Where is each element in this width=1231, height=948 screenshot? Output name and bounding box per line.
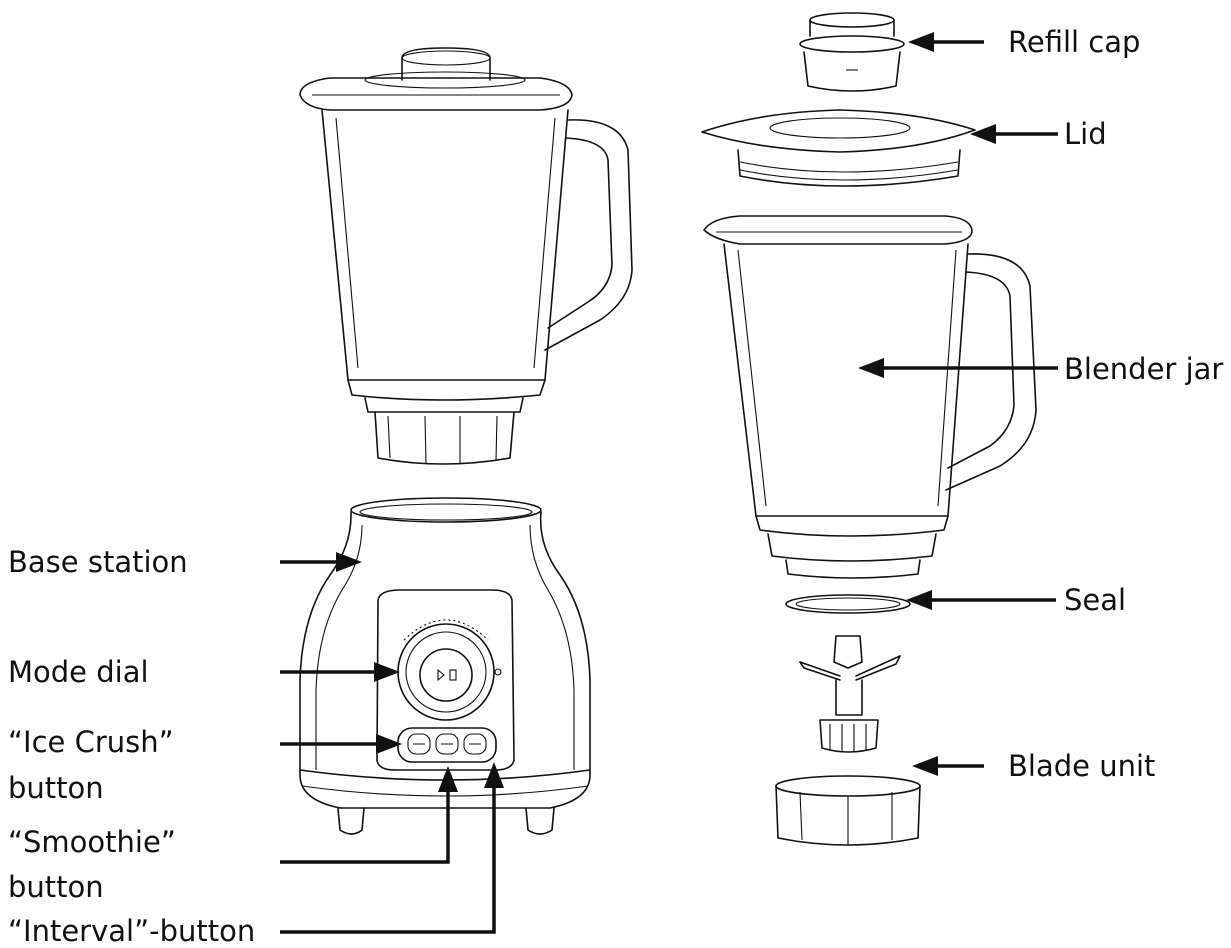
lid-drawing (701, 109, 976, 187)
label-smoothie-line2: button (8, 870, 104, 904)
refill-cap-drawing (799, 12, 905, 92)
blade-unit-drawing (775, 635, 921, 846)
label-ice-crush-line1: “Ice Crush” (8, 725, 174, 759)
label-interval-button: “Interval”-button (8, 914, 256, 948)
label-blender-jar: Blender jar (1064, 352, 1224, 386)
label-lid: Lid (1064, 117, 1107, 151)
seal-drawing (785, 594, 911, 614)
callout-arrows (280, 32, 1058, 934)
label-seal: Seal (1064, 583, 1127, 617)
blender-jar-drawing (703, 215, 1037, 579)
label-refill-cap: Refill cap (1008, 25, 1141, 59)
base-station-drawing (299, 497, 591, 835)
assembled-jar (299, 47, 633, 465)
label-base-station: Base station (8, 545, 188, 579)
dial-ticks (403, 619, 489, 641)
label-ice-crush-line2: button (8, 771, 104, 805)
label-smoothie-line1: “Smoothie” (8, 825, 176, 859)
label-mode-dial: Mode dial (8, 655, 149, 689)
label-blade-unit: Blade unit (1008, 749, 1156, 783)
